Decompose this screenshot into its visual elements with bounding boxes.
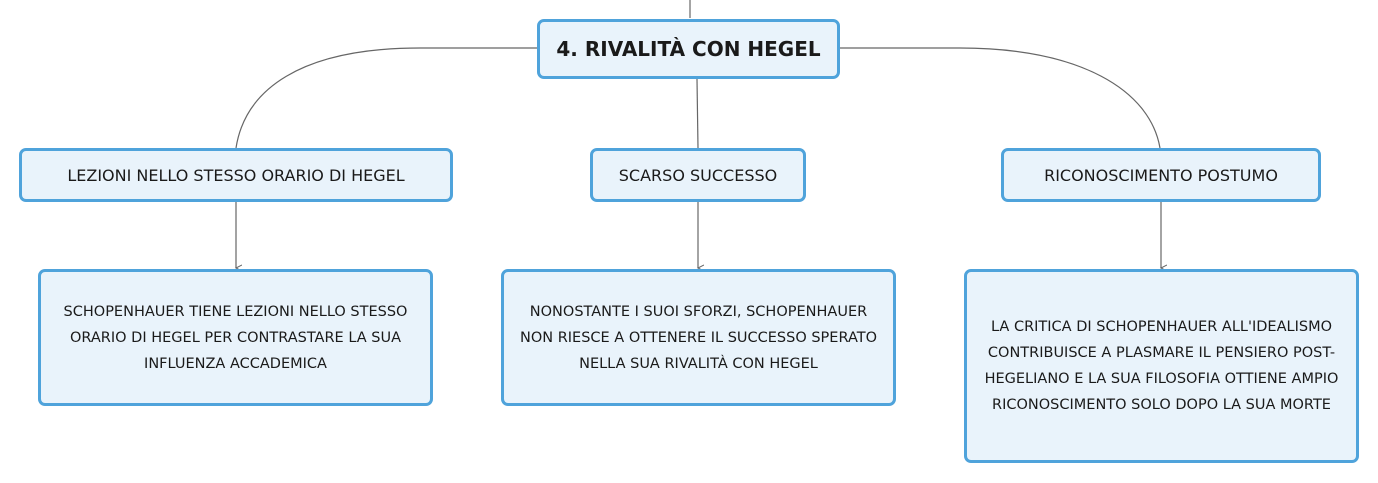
connector-root-to-topic-3 (840, 47, 1161, 149)
topic-node-label: RICONOSCIMENTO POSTUMO (1044, 165, 1278, 185)
topic-node-riconoscimento[interactable]: RICONOSCIMENTO POSTUMO (1001, 148, 1321, 202)
root-node-label: 4. RIVALITÀ CON HEGEL (556, 37, 821, 61)
topic-node-label: LEZIONI NELLO STESSO ORARIO DI HEGEL (67, 165, 405, 185)
detail-node-lezioni[interactable]: SCHOPENHAUER TIENE LEZIONI NELLO STESSO … (38, 269, 433, 406)
connector-root-to-topic-2 (696, 78, 699, 149)
detail-node-riconoscimento[interactable]: LA CRITICA DI SCHOPENHAUER ALL'IDEALISMO… (964, 269, 1359, 463)
root-node[interactable]: 4. RIVALITÀ CON HEGEL (537, 19, 840, 79)
detail-node-text: LA CRITICA DI SCHOPENHAUER ALL'IDEALISMO… (984, 319, 1339, 413)
topic-node-lezioni[interactable]: LEZIONI NELLO STESSO ORARIO DI HEGEL (19, 148, 453, 202)
detail-node-text: NONOSTANTE I SUOI SFORZI, SCHOPENHAUER N… (519, 303, 878, 372)
connector-root-to-topic-1 (235, 47, 537, 149)
detail-node-text: SCHOPENHAUER TIENE LEZIONI NELLO STESSO … (63, 303, 408, 372)
topic-node-label: SCARSO SUCCESSO (618, 165, 778, 185)
detail-node-scarso-successo[interactable]: NONOSTANTE I SUOI SFORZI, SCHOPENHAUER N… (501, 269, 896, 406)
topic-node-scarso-successo[interactable]: SCARSO SUCCESSO (590, 148, 806, 202)
